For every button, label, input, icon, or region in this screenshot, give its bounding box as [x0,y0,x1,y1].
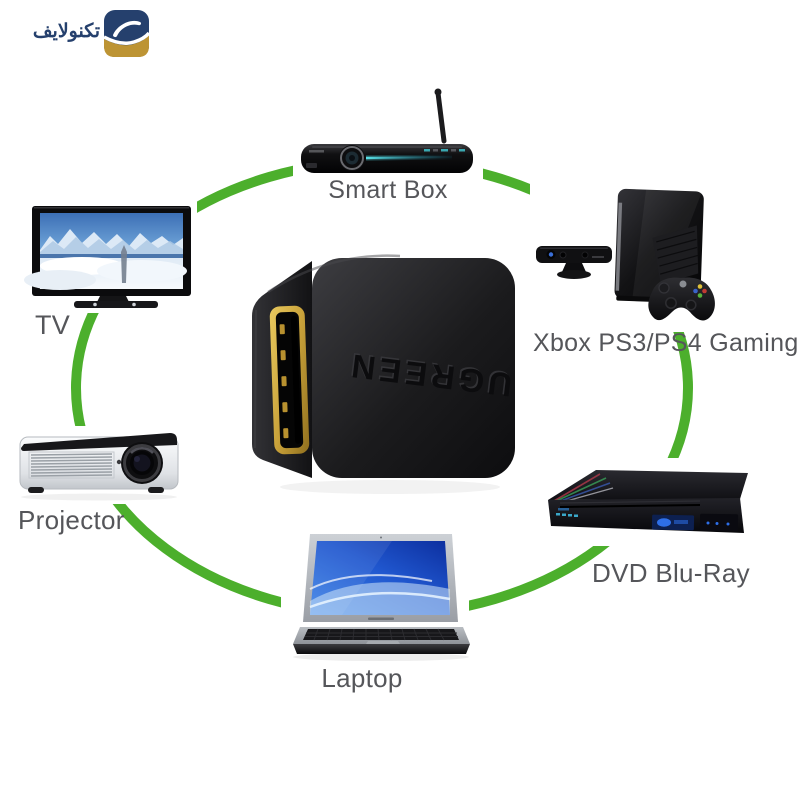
smart-box-label: Smart Box [328,176,448,204]
technolife-logo-text: تكنولايف [32,21,100,42]
laptop-keyboard [303,628,459,641]
tv-stand [74,296,158,308]
technolife-logo-icon [103,10,151,57]
tv-label: TV [35,310,71,340]
laptop-illustration [293,534,470,661]
dvd-bluray-label: DVD Blu-Ray [592,558,750,588]
game-controller [648,277,715,321]
gaming-console-illustration [536,188,715,321]
hdmi-port [269,305,310,455]
front-label-marks [556,508,578,517]
laptop-label: Laptop [321,663,403,693]
laptop-screen [309,541,451,615]
adapter-body-right-face [312,258,515,478]
xbox-gaming-label: Xbox PS3/PS4 Gaming [533,329,799,357]
front-display [651,513,739,532]
smart-box-illustration [301,88,473,173]
touchpad [366,641,400,644]
kinect-sensor [536,246,612,279]
statue-silhouette [121,245,127,283]
vent-grille [28,451,115,479]
projector-label: Projector [18,505,125,535]
front-panel-marks [306,149,465,168]
projector-illustration [19,433,179,501]
antenna [435,90,447,144]
dvd-player-illustration [548,470,748,533]
hdmi-adapter-illustration: UGREEN UGREEN [252,254,515,494]
tv-screen [24,213,187,290]
laptop-front-edge [293,644,470,654]
abxy-buttons [693,284,707,298]
xbox-console [614,188,704,304]
tv-illustration [24,206,191,308]
hdmi-pins [279,324,289,439]
projector-lens [121,442,163,484]
